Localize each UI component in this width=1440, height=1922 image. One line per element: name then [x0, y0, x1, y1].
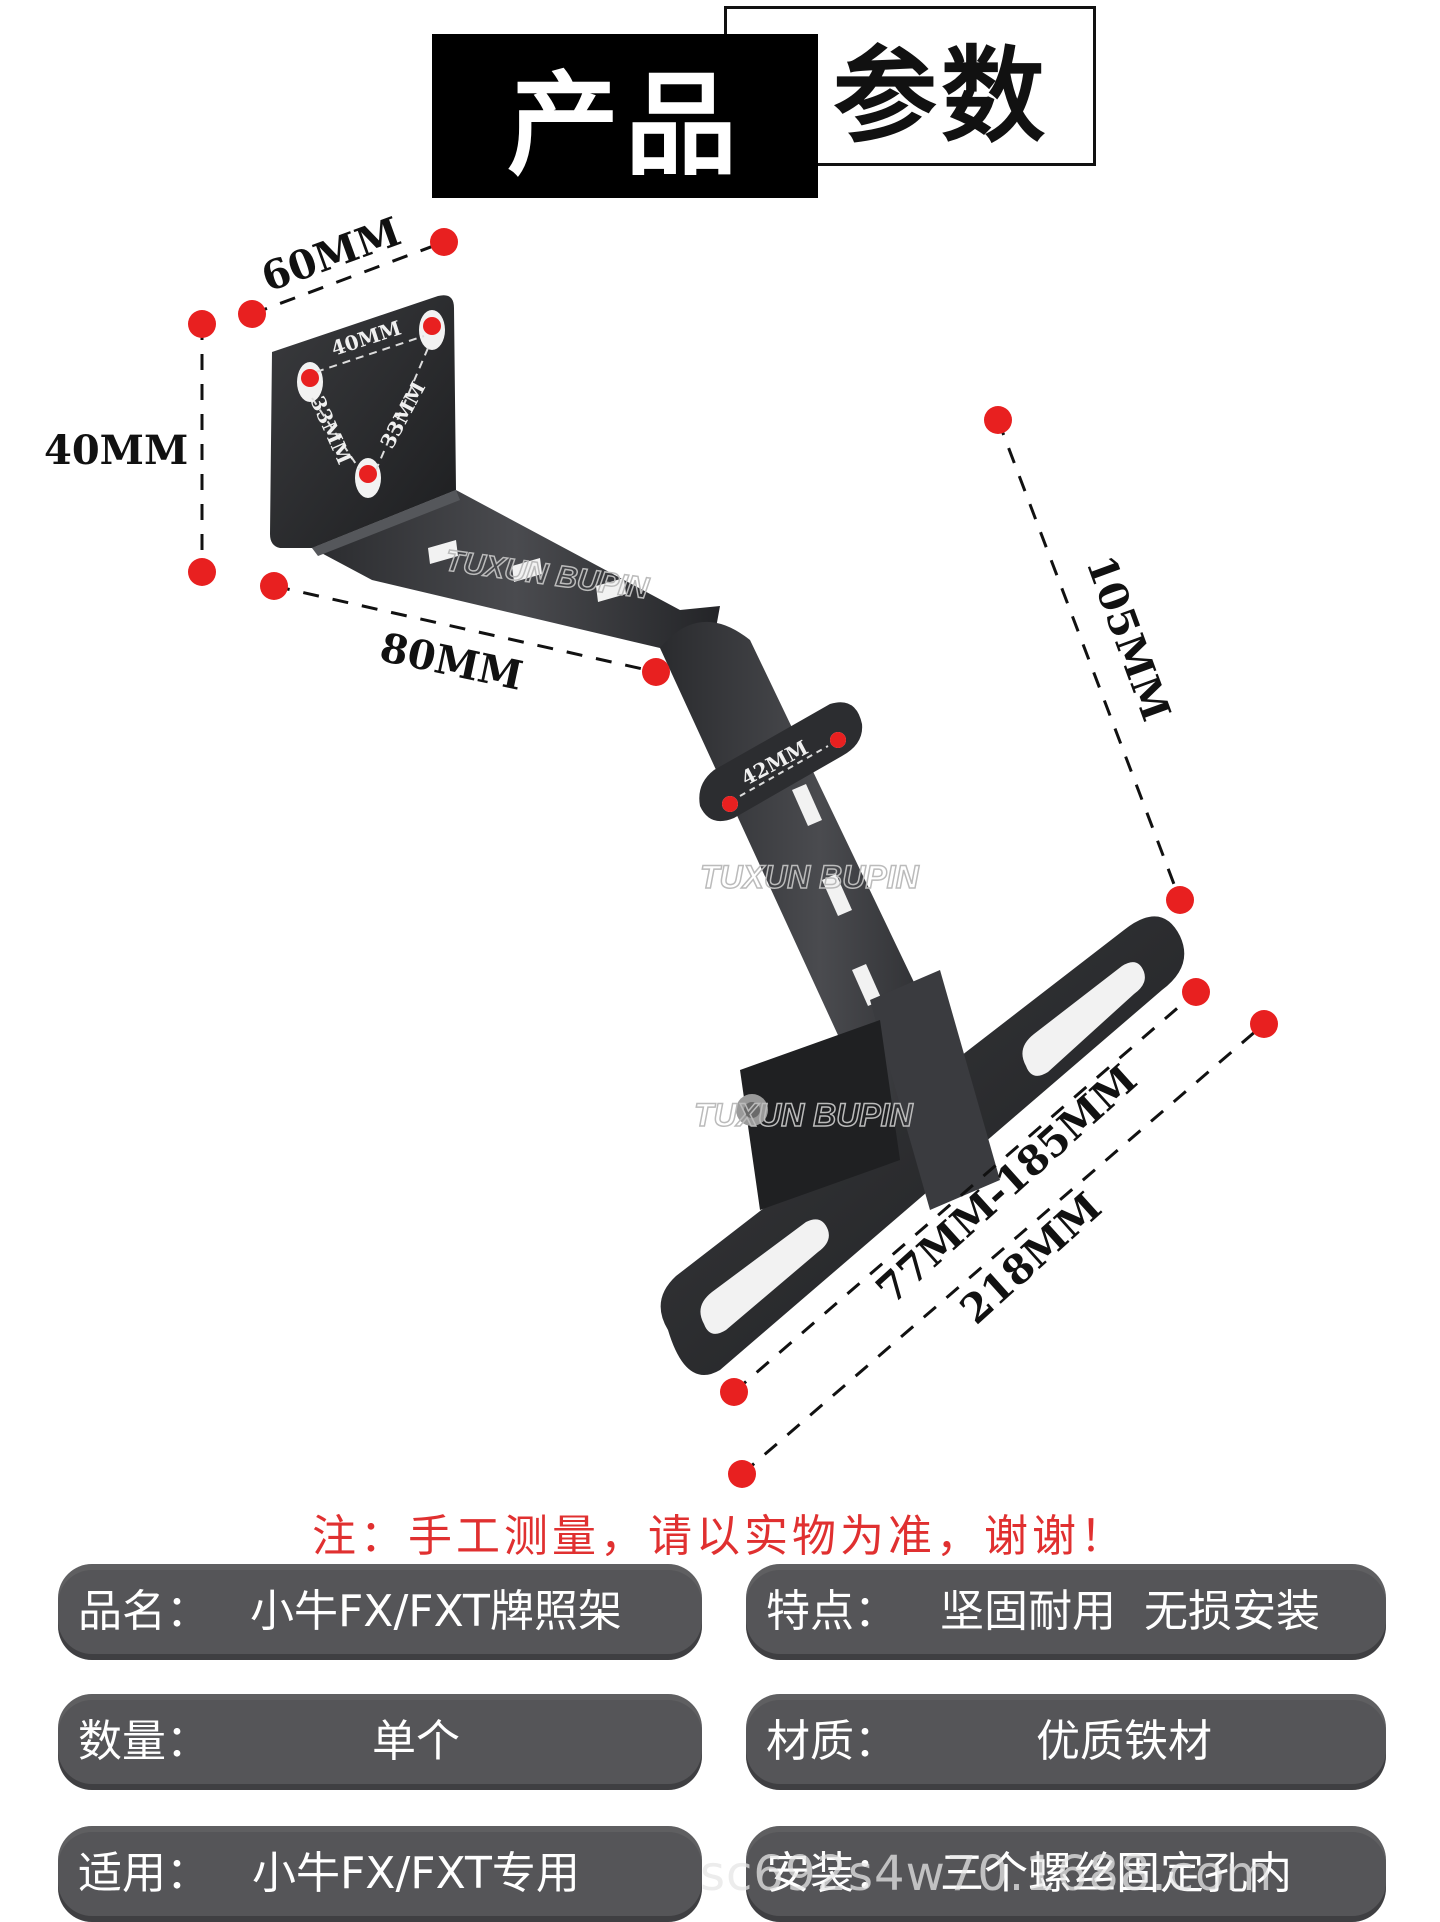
spec-value: 小牛FX/FXT专用: [252, 1848, 580, 1899]
dot: [720, 1378, 748, 1406]
spec-value: 三个螺丝固定孔内: [940, 1848, 1292, 1899]
dot: [984, 406, 1012, 434]
dot: [1182, 978, 1210, 1006]
spec-compatibility: 适用： 小牛FX/FXT专用: [58, 1826, 702, 1922]
spec-feature: 特点： 坚固耐用 无损安装: [746, 1564, 1386, 1660]
dot: [301, 369, 319, 387]
dot: [359, 465, 377, 483]
dot: [642, 658, 670, 686]
dot: [728, 1460, 756, 1488]
dim-arm-length: 80MM: [376, 624, 527, 700]
title-product: 产品: [507, 60, 743, 191]
dot: [1166, 886, 1194, 914]
spec-value: 小牛FX/FXT牌照架: [250, 1586, 622, 1637]
site-watermark: sc692s4w70.1688.com: [700, 1846, 1274, 1902]
dot: [423, 317, 441, 335]
spec-value: 优质铁材: [1036, 1716, 1212, 1767]
dimension-lines: [200, 240, 1265, 1476]
dim-top-plate-width: 60MM: [255, 208, 407, 301]
spec-quantity: 数量： 单个: [58, 1694, 702, 1790]
spec-value: 单个: [372, 1716, 460, 1767]
endpoint-dots: [188, 228, 1278, 1488]
spec-value: 坚固耐用 无损安装: [940, 1586, 1320, 1637]
dot: [830, 732, 846, 748]
horizontal-arm: [312, 490, 720, 650]
dot: [430, 228, 458, 256]
spec-label: 数量：: [78, 1716, 210, 1767]
dot: [188, 558, 216, 586]
dot: [1250, 1010, 1278, 1038]
dot: [722, 796, 738, 812]
brand-text: TUXUN BUPIN: [694, 1097, 914, 1133]
spec-label: 特点：: [766, 1586, 898, 1637]
title-product-box: 产品: [432, 34, 818, 198]
spec-name: 品名： 小牛FX/FXT牌照架: [58, 1564, 702, 1660]
dim-top-plate-height: 40MM: [44, 427, 188, 474]
spec-label: 安装：: [766, 1848, 898, 1899]
dim-drop-height: 105MM: [1077, 549, 1180, 727]
spec-label: 适用：: [78, 1848, 210, 1899]
plate-bracket: [660, 916, 1185, 1375]
dot: [238, 300, 266, 328]
spec-label: 材质：: [766, 1716, 898, 1767]
brand-text: TUXUN BUPIN: [700, 859, 920, 895]
spec-installation: 安装： 三个螺丝固定孔内: [746, 1826, 1386, 1922]
spec-label: 品名：: [78, 1586, 210, 1637]
bracket-diagram: TUXUN BUPIN TUXUN BUPIN TUXUN BUPIN 60MM…: [44, 208, 1278, 1488]
dot: [260, 572, 288, 600]
measurement-note: 注：手工测量，请以实物为准，谢谢！: [312, 1511, 1128, 1562]
spec-material: 材质： 优质铁材: [746, 1694, 1386, 1790]
dot: [188, 310, 216, 338]
title-params: 参数: [832, 33, 1049, 157]
